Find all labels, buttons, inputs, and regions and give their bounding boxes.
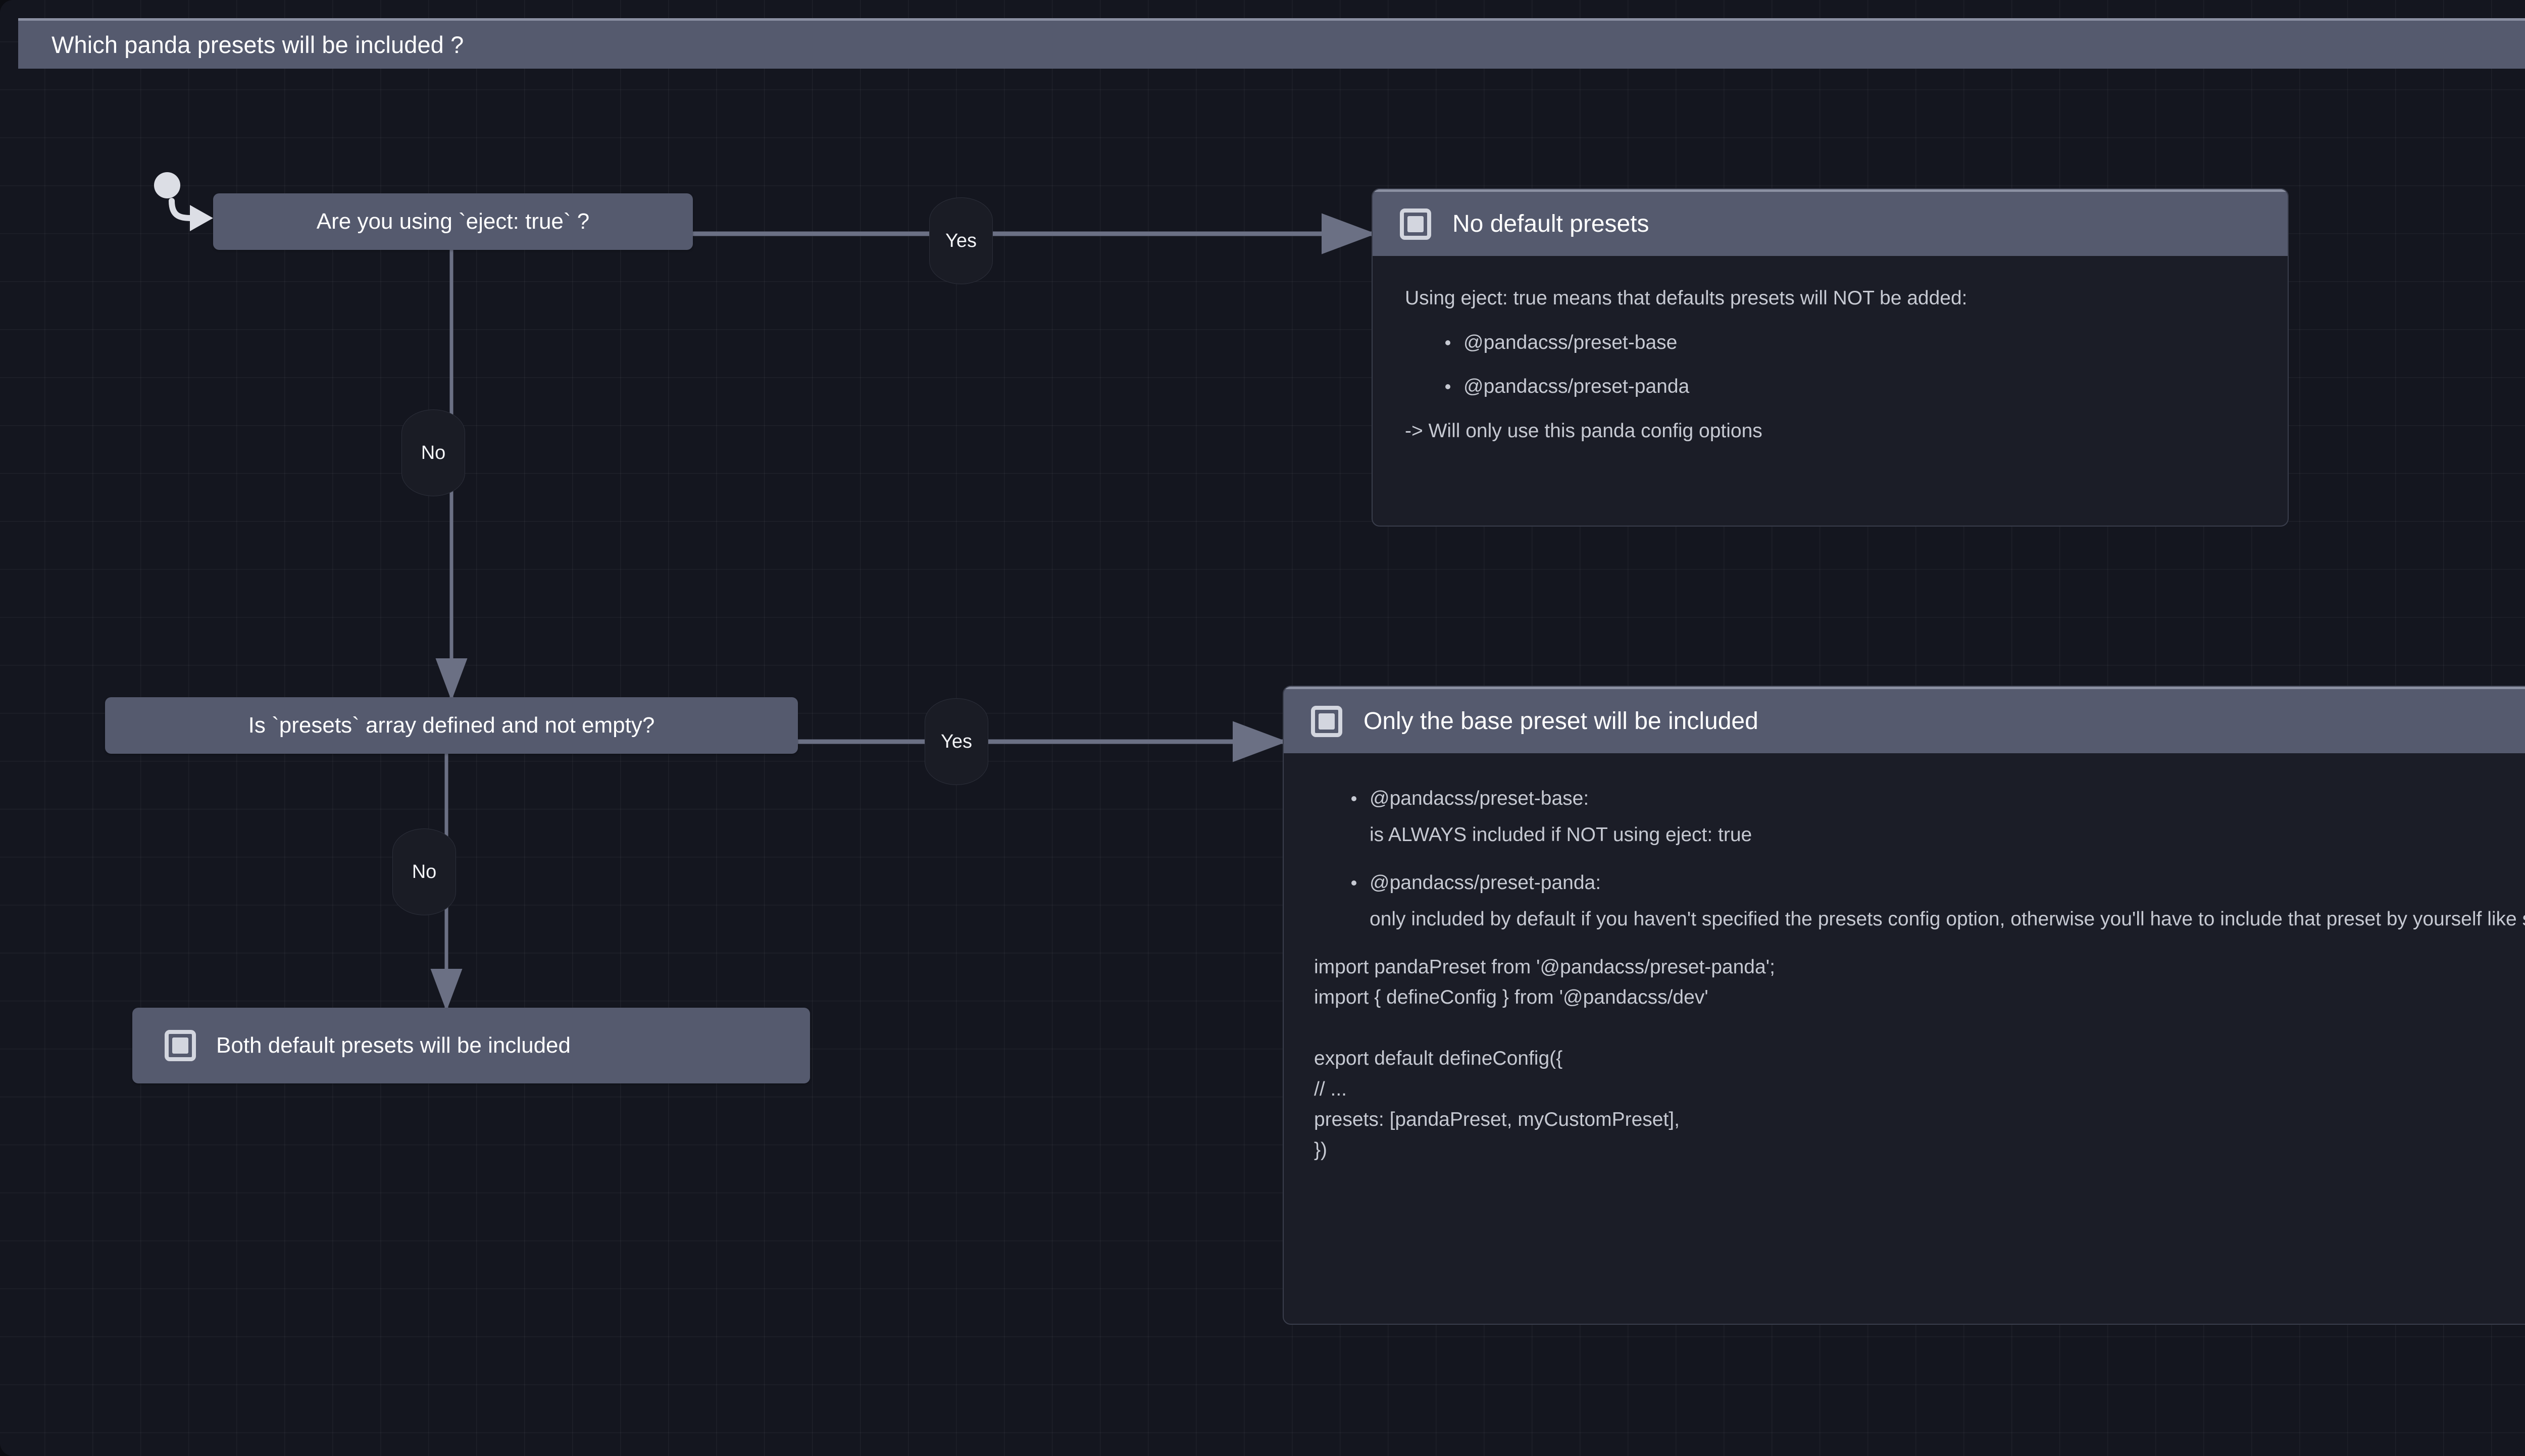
- panel-base-only-header: Only the base preset will be included: [1284, 687, 2525, 753]
- start-node[interactable]: [154, 172, 180, 198]
- edge-label-text: No: [412, 861, 437, 882]
- edge-label-text: Yes: [941, 731, 972, 752]
- list-item: @pandacss/preset-panda: only included by…: [1351, 868, 2525, 935]
- list-item-desc: is ALWAYS included if NOT using eject: t…: [1370, 824, 1752, 846]
- panel-no-defaults-header: No default presets: [1373, 189, 2288, 256]
- decision-presets-label: Is `presets` array defined and not empty…: [248, 713, 655, 738]
- page-title: Which panda presets will be included ?: [52, 31, 464, 58]
- edge-label-no-eject: No: [401, 409, 465, 496]
- list-item: @pandacss/preset-panda: [1445, 372, 2255, 402]
- code-block: import pandaPreset from '@pandacss/prese…: [1314, 956, 1775, 1161]
- panel-no-default-presets[interactable]: No default presets Using eject: true mea…: [1372, 188, 2289, 527]
- panel-base-only-list: @pandacss/preset-base: is ALWAYS include…: [1314, 784, 2525, 935]
- panel-no-defaults-list: @pandacss/preset-base @pandacss/preset-p…: [1405, 328, 2255, 402]
- edge-label-no-presets: No: [392, 828, 456, 915]
- list-item: @pandacss/preset-base: [1445, 328, 2255, 358]
- panel-base-only-title: Only the base preset will be included: [1364, 708, 1758, 735]
- panel-only-base-preset[interactable]: Only the base preset will be included @p…: [1283, 686, 2525, 1325]
- edge-label-text: No: [421, 442, 446, 463]
- edge-label-yes-presets: Yes: [925, 698, 988, 785]
- stop-square-icon: [165, 1030, 196, 1061]
- decision-node-eject[interactable]: Are you using `eject: true` ?: [213, 193, 693, 250]
- panel-no-defaults-outro: -> Will only use this panda config optio…: [1405, 420, 1762, 442]
- panel-no-defaults-intro: Using eject: true means that defaults pr…: [1405, 287, 1967, 309]
- stop-square-icon: [1311, 705, 1342, 737]
- result-node-both-presets[interactable]: Both default presets will be included: [132, 1008, 810, 1083]
- list-item: @pandacss/preset-base: is ALWAYS include…: [1351, 784, 2525, 851]
- start-arrow-icon: [169, 198, 213, 231]
- list-item-term: @pandacss/preset-base:: [1370, 788, 1589, 809]
- start-dot-icon: [154, 172, 180, 198]
- panel-no-defaults-title: No default presets: [1452, 211, 1649, 237]
- decision-eject-label: Are you using `eject: true` ?: [316, 209, 590, 234]
- edge-label-yes-eject: Yes: [929, 197, 993, 284]
- panel-no-defaults-body: Using eject: true means that defaults pr…: [1373, 256, 2288, 486]
- edge-label-text: Yes: [945, 230, 977, 251]
- list-item-term: @pandacss/preset-panda:: [1370, 871, 1601, 894]
- list-item-desc: only included by default if you haven't …: [1370, 908, 2525, 930]
- result-both-label: Both default presets will be included: [216, 1033, 571, 1058]
- stop-square-icon: [1400, 208, 1431, 240]
- diagram-title-bar: Which panda presets will be included ?: [18, 18, 2525, 69]
- panel-base-only-body: @pandacss/preset-base: is ALWAYS include…: [1284, 753, 2525, 1189]
- decision-node-presets[interactable]: Is `presets` array defined and not empty…: [105, 697, 798, 754]
